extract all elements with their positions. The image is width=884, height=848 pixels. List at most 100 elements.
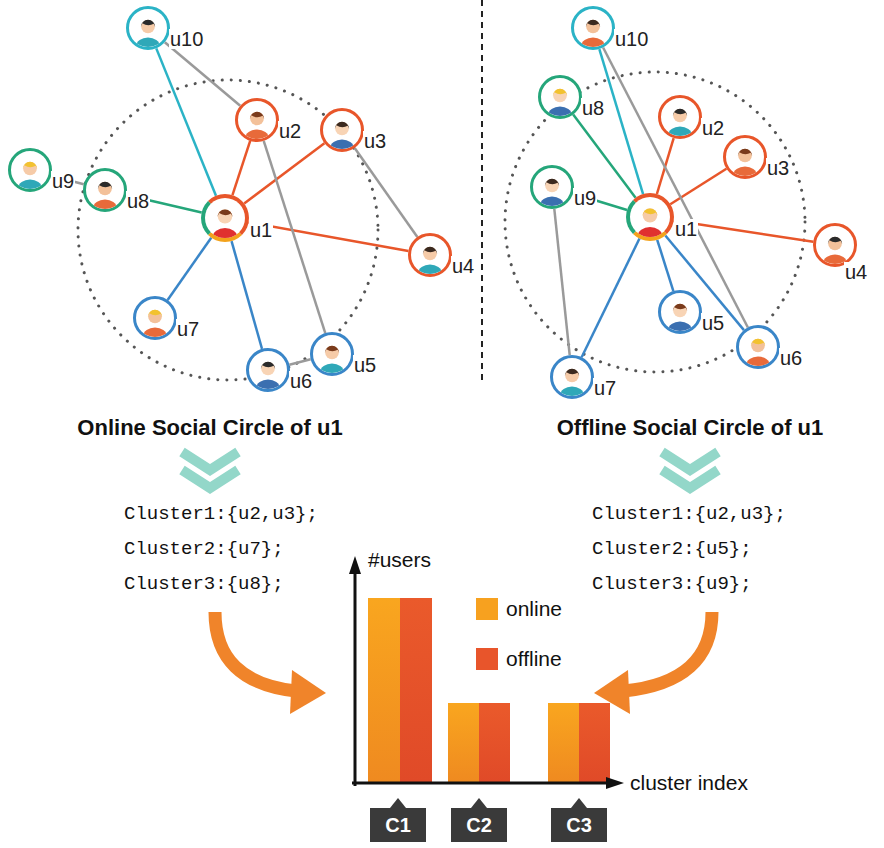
cluster-text: Cluster3:{u9}; bbox=[592, 574, 752, 595]
avatar bbox=[205, 198, 245, 238]
social-link bbox=[355, 148, 418, 237]
user-label: u5 bbox=[701, 313, 725, 333]
flow-arrow bbox=[215, 612, 712, 714]
circle-boundary bbox=[505, 72, 805, 372]
social-link bbox=[670, 169, 726, 204]
panel-title: Online Social Circle of u1 bbox=[77, 416, 342, 440]
avatar bbox=[541, 78, 579, 116]
social-link bbox=[156, 48, 216, 195]
chevron bbox=[182, 452, 718, 488]
avatar bbox=[249, 351, 287, 389]
avatar bbox=[630, 197, 670, 237]
user-node: u9 bbox=[530, 165, 574, 209]
legend-swatch bbox=[476, 648, 498, 670]
social-link bbox=[232, 141, 250, 195]
avatar bbox=[11, 151, 49, 189]
avatar bbox=[323, 111, 361, 149]
avatar bbox=[661, 98, 699, 136]
avatar bbox=[574, 9, 612, 47]
user-node: u7 bbox=[550, 355, 594, 399]
user-label: u5 bbox=[353, 355, 377, 375]
social-link bbox=[232, 241, 262, 349]
user-node: u10 bbox=[571, 6, 615, 50]
cluster-text: Cluster2:{u5}; bbox=[592, 539, 752, 560]
cluster-tag: C3 bbox=[551, 808, 607, 842]
user-node: u3 bbox=[320, 108, 364, 152]
user-label: u9 bbox=[573, 188, 597, 208]
user-label: u7 bbox=[593, 378, 617, 398]
user-label: u2 bbox=[278, 121, 302, 141]
user-label: u1 bbox=[674, 219, 698, 239]
user-label: u8 bbox=[581, 98, 605, 118]
user-label: u3 bbox=[766, 158, 790, 178]
cluster-tag: C1 bbox=[370, 808, 426, 842]
bar-chart bbox=[349, 556, 624, 808]
cluster-text: Cluster1:{u2,u3}; bbox=[124, 504, 318, 525]
social-link bbox=[168, 238, 212, 300]
user-label: u10 bbox=[614, 29, 649, 49]
avatar bbox=[739, 328, 777, 366]
social-link bbox=[582, 239, 640, 358]
avatar bbox=[553, 358, 591, 396]
avatar bbox=[816, 226, 854, 264]
user-node: u6 bbox=[246, 348, 290, 392]
avatar bbox=[86, 171, 124, 209]
axis-label: #users bbox=[368, 548, 431, 571]
circle-boundary bbox=[78, 80, 378, 380]
user-node: u7 bbox=[133, 296, 177, 340]
social-link bbox=[599, 49, 643, 194]
user-node: u4 bbox=[408, 233, 452, 277]
social-link bbox=[289, 359, 310, 364]
avatar bbox=[136, 299, 174, 337]
user-node: u8 bbox=[83, 168, 127, 212]
user-label: u1 bbox=[249, 220, 273, 240]
user-label: u7 bbox=[176, 319, 200, 339]
cluster-tag: C2 bbox=[451, 808, 507, 842]
user-label: u4 bbox=[451, 256, 475, 276]
avatar bbox=[726, 138, 764, 176]
user-label: u4 bbox=[844, 262, 868, 282]
legend-text: online bbox=[506, 597, 562, 620]
social-link bbox=[165, 42, 240, 106]
avatar bbox=[313, 335, 351, 373]
user-label: u8 bbox=[126, 191, 150, 211]
user-node: u2 bbox=[235, 98, 279, 142]
avatar bbox=[411, 236, 449, 274]
axis-label: cluster index bbox=[630, 771, 748, 794]
user-node: u1 bbox=[201, 194, 249, 242]
user-node: u8 bbox=[538, 75, 582, 119]
social-link bbox=[554, 209, 569, 355]
cluster-text: Cluster2:{u7}; bbox=[124, 539, 284, 560]
user-label: u9 bbox=[51, 171, 75, 191]
social-link bbox=[244, 143, 324, 203]
user-node: u9 bbox=[8, 148, 52, 192]
cluster-text: Cluster1:{u2,u3}; bbox=[592, 504, 786, 525]
user-node: u4 bbox=[813, 223, 857, 267]
panel-title: Offline Social Circle of u1 bbox=[557, 416, 824, 440]
user-label: u3 bbox=[363, 131, 387, 151]
avatar bbox=[533, 168, 571, 206]
social-link bbox=[573, 115, 635, 198]
divider bbox=[481, 0, 483, 385]
legend-text: offline bbox=[506, 647, 562, 670]
user-label: u10 bbox=[169, 29, 204, 49]
user-node: u10 bbox=[126, 6, 170, 50]
avatar bbox=[238, 101, 276, 139]
avatar bbox=[129, 9, 167, 47]
social-link bbox=[657, 240, 673, 291]
user-node: u5 bbox=[310, 332, 354, 376]
user-node: u1 bbox=[626, 193, 674, 241]
cluster-text: Cluster3:{u8}; bbox=[124, 574, 284, 595]
user-node: u3 bbox=[723, 135, 767, 179]
user-node: u5 bbox=[658, 290, 702, 334]
user-node: u6 bbox=[736, 325, 780, 369]
user-node: u2 bbox=[658, 95, 702, 139]
avatar bbox=[661, 293, 699, 331]
user-label: u6 bbox=[289, 371, 313, 391]
social-link bbox=[603, 48, 748, 328]
legend-swatch bbox=[476, 598, 498, 620]
user-label: u2 bbox=[701, 118, 725, 138]
user-label: u6 bbox=[779, 348, 803, 368]
